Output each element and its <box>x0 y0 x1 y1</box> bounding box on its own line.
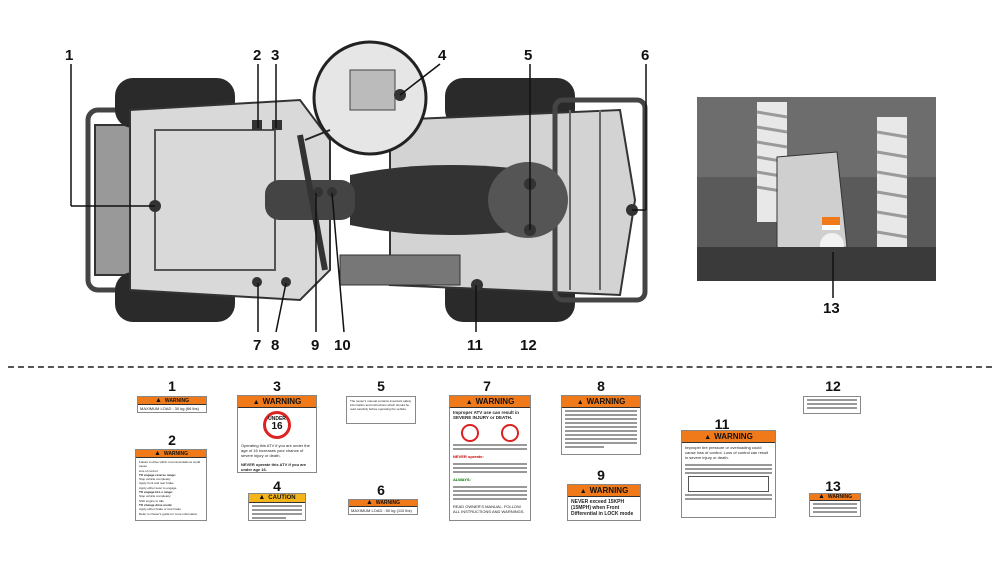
label-2-line: Refer to Owner's guide for more informat… <box>139 511 198 516</box>
under-16-sign: UNDER 16 <box>263 411 291 439</box>
label-9-header: WARNING <box>589 486 629 495</box>
no-passenger-icon <box>461 424 479 442</box>
label-2-line: Shift engine to Idle <box>139 498 164 503</box>
label-5-text: The owner's manual contains important sa… <box>350 399 412 411</box>
label-8-warning: ▲WARNING <box>561 395 641 455</box>
callout-13-leader <box>832 252 834 298</box>
label-7-title: Improper ATV use can result in SEVERE IN… <box>453 410 520 420</box>
label-4-caution: ▲CAUTION <box>248 493 306 521</box>
label-number-8: 8 <box>597 378 605 394</box>
label-2-line: Stop vehicle completely <box>139 477 171 482</box>
label-2-header: WARNING <box>163 451 189 457</box>
label-2-line: TO engage Hi-Lo range: <box>139 490 173 495</box>
label-3-text: Operating this ATV if you are under the … <box>241 443 310 458</box>
label-number-11: 11 <box>714 416 730 432</box>
callout-7: 7 <box>253 337 262 354</box>
callout-2: 2 <box>253 47 262 64</box>
label-number-6: 6 <box>377 482 385 498</box>
callout-1: 1 <box>65 47 74 64</box>
label-2-line: loss of control. <box>139 468 159 473</box>
suspension-photo <box>697 97 936 281</box>
label-number-7: 7 <box>483 378 491 394</box>
label-3-never: NEVER operate this ATV if you are under … <box>241 462 307 472</box>
label-number-2: 2 <box>168 432 176 448</box>
label-number-5: 5 <box>377 378 385 394</box>
label-number-4: 4 <box>273 478 281 494</box>
label-7-always: ALWAYS: <box>453 477 471 482</box>
callout-3: 3 <box>271 47 280 64</box>
label-3-header: WARNING <box>262 397 302 406</box>
section-divider <box>8 366 992 368</box>
callout-6: 6 <box>641 47 650 64</box>
label-11-tire-pressure: ▲WARNING Improper tire pressure or overl… <box>681 430 776 518</box>
label-number-3: 3 <box>273 378 281 394</box>
callout-13: 13 <box>823 300 840 317</box>
label-number-9: 9 <box>597 467 605 483</box>
callout-4: 4 <box>438 47 447 64</box>
label-2-line: Apply either lever to engage <box>139 485 177 490</box>
label-12-info <box>803 396 861 414</box>
label-1-max-load: ▲WARNING MAXIMUM LOAD : 30 kg (66 lbs) <box>137 396 207 413</box>
label-2-line: Stop vehicle completely <box>139 494 171 499</box>
under-text: UNDER <box>268 416 286 422</box>
label-1-text: MAXIMUM LOAD : 30 kg (66 lbs) <box>140 406 199 411</box>
label-7-never: NEVER operate: <box>453 454 484 459</box>
label-7-header: WARNING <box>475 397 515 406</box>
label-9-front-diff-lock: ▲WARNING NEVER exceed 15KPH (15MPH) when… <box>567 484 641 521</box>
callout-8: 8 <box>271 337 280 354</box>
label-2-line: Apply either brake or foot brake <box>139 507 181 512</box>
label-9-text: NEVER exceed 15KPH (15MPH) when Front Di… <box>571 499 634 517</box>
label-1-header: WARNING <box>164 398 190 404</box>
label-4-header: CAUTION <box>268 495 296 501</box>
label-number-13: 13 <box>825 478 841 494</box>
label-7-footer: READ OWNER'S MANUAL. FOLLOW ALL INSTRUCT… <box>453 504 525 514</box>
atv-top-view-illustration <box>85 40 648 322</box>
callout-leader-lines <box>70 63 647 333</box>
label-2-line: Apply front and rear brake <box>139 481 174 486</box>
age-text: 16 <box>271 421 283 432</box>
tire-pressure-table <box>688 476 769 492</box>
label-7-improper-use: ▲WARNING Improper ATV use can result in … <box>449 395 531 521</box>
no-alcohol-icon <box>501 424 519 442</box>
callout-5: 5 <box>524 47 533 64</box>
label-6-header: WARNING <box>375 500 401 506</box>
label-2-line: TO engage reverse range: <box>139 472 176 477</box>
label-11-text: Improper tire pressure or overloading co… <box>685 445 769 460</box>
label-8-header: WARNING <box>586 397 626 406</box>
label-5-owners-manual: The owner's manual contains important sa… <box>346 396 416 424</box>
label-13-header: WARNING <box>827 494 853 500</box>
callout-10: 10 <box>334 337 351 354</box>
label-number-1: 1 <box>168 378 176 394</box>
label-number-12: 12 <box>825 378 841 394</box>
label-6-text: MAXIMUM LOAD : 50 kg (110 lbs) <box>351 508 412 513</box>
callout-9: 9 <box>311 337 320 354</box>
callout-12: 12 <box>520 337 537 354</box>
label-2-reverse-warning: ▲WARNING Failure to drive within recomme… <box>135 449 207 521</box>
label-11-header: WARNING <box>714 432 753 441</box>
label-6-max-load: ▲WARNING MAXIMUM LOAD : 50 kg (110 lbs) <box>348 499 418 515</box>
callout-11: 11 <box>467 337 483 354</box>
label-13-warning: ▲WARNING <box>809 493 861 517</box>
label-3-age-warning: ▲WARNING UNDER 16 Operating this ATV if … <box>237 395 317 473</box>
label-2-line: Failure to drive within recommendations … <box>139 460 201 469</box>
label-2-line: TO change drive mode: <box>139 502 173 507</box>
